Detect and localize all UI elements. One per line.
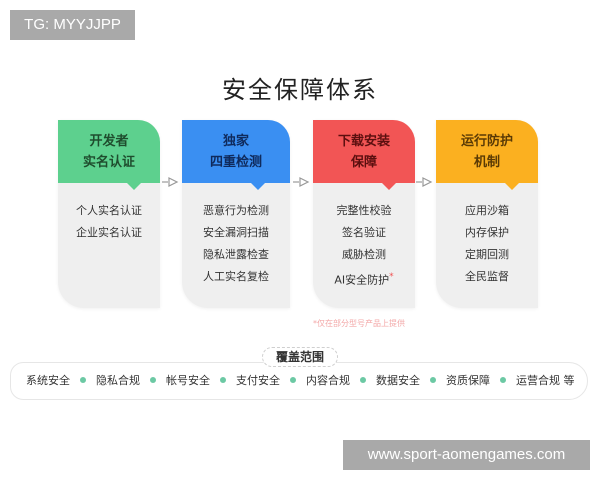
card-header-line2: 机制: [473, 154, 500, 170]
scope-item: 系统安全: [26, 374, 70, 387]
asterisk-mark: *: [389, 272, 394, 282]
card-header: 运行防护 机制: [436, 120, 538, 190]
card-item-list: 个人实名认证 企业实名认证: [58, 200, 160, 244]
scope-item: 隐私合规: [96, 374, 140, 387]
card-header: 开发者 实名认证: [58, 120, 160, 190]
bullet-dot-icon: [430, 377, 436, 383]
bullet-dot-icon: [150, 377, 156, 383]
card-item: 应用沙箱: [465, 204, 509, 217]
card-header-line2: 保障: [350, 154, 377, 170]
scope-item: 数据安全: [376, 374, 420, 387]
card-item: 威胁检测: [342, 248, 386, 261]
card-item: 内存保护: [465, 226, 509, 239]
card-item: 隐私泄露检查: [203, 248, 269, 261]
scope-item: 资质保障: [446, 374, 490, 387]
card-item-list: 恶意行为检测 安全漏洞扫描 隐私泄露检查 人工实名复检: [182, 200, 290, 288]
card-header-line1: 运行防护: [460, 133, 513, 149]
scope-item: 内容合规: [306, 374, 350, 387]
coverage-scope-label: 覆盖范围: [262, 347, 338, 367]
card-item-list: 应用沙箱 内存保护 定期回测 全民监督: [436, 200, 538, 288]
card-item: 全民监督: [465, 270, 509, 283]
card-item: 定期回测: [465, 248, 509, 261]
card-item-list: 完整性校验 签名验证 威胁检测 AI安全防护*: [313, 200, 415, 288]
bullet-dot-icon: [290, 377, 296, 383]
card-header-line2: 四重检测: [209, 154, 262, 170]
card-item: 签名验证: [342, 226, 386, 239]
arrow-right-icon: [162, 177, 179, 187]
card-item: AI安全防护*: [313, 266, 415, 288]
card-item: 企业实名认证: [76, 226, 142, 239]
card-header-line2: 实名认证: [82, 154, 135, 170]
card-header: 下载安装 保障: [313, 120, 415, 190]
card-header-line1: 独家: [222, 133, 249, 149]
coverage-scope-list: 系统安全 隐私合规 帐号安全 支付安全 内容合规 数据安全 资质保障 运营合规 …: [26, 372, 575, 388]
bullet-dot-icon: [80, 377, 86, 383]
scope-item: 支付安全: [236, 374, 280, 387]
watermark-bottom: www.sport-aomengames.com: [343, 440, 590, 470]
bullet-dot-icon: [360, 377, 366, 383]
card-item: 完整性校验: [336, 204, 392, 217]
arrow-right-icon: [293, 177, 310, 187]
scope-item: 帐号安全: [166, 374, 210, 387]
card-item: 个人实名认证: [76, 204, 142, 217]
bullet-dot-icon: [500, 377, 506, 383]
card-install-protection: 下载安装 保障 完整性校验 签名验证 威胁检测 AI安全防护*: [313, 120, 415, 308]
card-item: 人工实名复检: [203, 270, 269, 283]
card-developer-verification: 开发者 实名认证 个人实名认证 企业实名认证: [58, 120, 160, 308]
footnote: *仅在部分型号产品上提供: [313, 319, 405, 328]
card-header: 独家 四重检测: [182, 120, 290, 190]
bullet-dot-icon: [220, 377, 226, 383]
arrow-right-icon: [416, 177, 433, 187]
card-header-line1: 开发者: [89, 133, 129, 149]
card-item: 恶意行为检测: [203, 204, 269, 217]
scope-item: 运营合规 等: [516, 374, 575, 387]
card-quad-detection: 独家 四重检测 恶意行为检测 安全漏洞扫描 隐私泄露检查 人工实名复检: [182, 120, 290, 308]
card-runtime-protection: 运行防护 机制 应用沙箱 内存保护 定期回测 全民监督: [436, 120, 538, 308]
diagram-title: 安全保障体系: [222, 76, 378, 104]
card-item-text: AI安全防护: [334, 273, 390, 287]
card-header-line1: 下载安装: [337, 133, 390, 149]
watermark-top: TG: MYYJJPP: [10, 10, 135, 40]
card-item: 安全漏洞扫描: [203, 226, 269, 239]
